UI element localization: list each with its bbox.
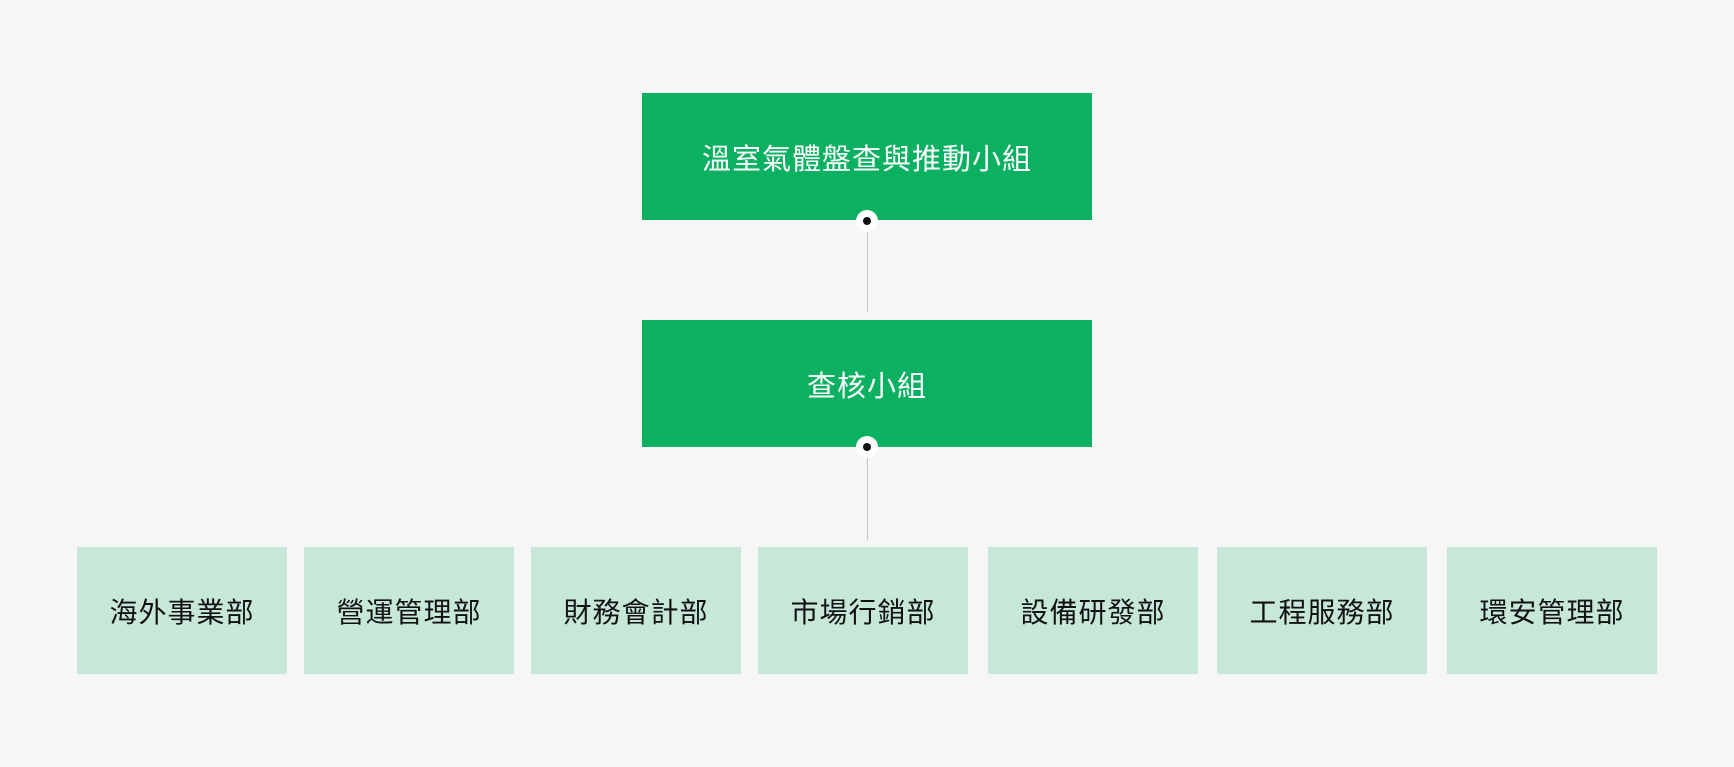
- connector-line: [867, 232, 868, 312]
- department-node: 環安管理部: [1447, 547, 1657, 674]
- department-node: 海外事業部: [77, 547, 287, 674]
- root-node-label: 溫室氣體盤查與推動小組: [701, 141, 1032, 176]
- department-node: 營運管理部: [304, 547, 514, 674]
- middle-node-label: 查核小組: [806, 368, 927, 403]
- department-label: 工程服務部: [1249, 595, 1395, 629]
- department-node: 設備研發部: [988, 547, 1198, 674]
- department-label: 海外事業部: [109, 595, 255, 629]
- connector-node-icon: [856, 210, 878, 232]
- connector-node-icon: [856, 436, 878, 458]
- department-node: 市場行銷部: [758, 547, 968, 674]
- department-label: 營運管理部: [336, 595, 482, 629]
- department-node: 財務會計部: [531, 547, 741, 674]
- root-node-ghg-team: 溫室氣體盤查與推動小組: [642, 93, 1092, 220]
- connector-line: [867, 458, 868, 540]
- middle-node-audit-team: 查核小組: [642, 320, 1092, 447]
- department-label: 市場行銷部: [790, 595, 936, 629]
- department-label: 財務會計部: [563, 595, 709, 629]
- department-node: 工程服務部: [1217, 547, 1427, 674]
- department-label: 設備研發部: [1020, 595, 1166, 629]
- department-label: 環安管理部: [1479, 595, 1625, 629]
